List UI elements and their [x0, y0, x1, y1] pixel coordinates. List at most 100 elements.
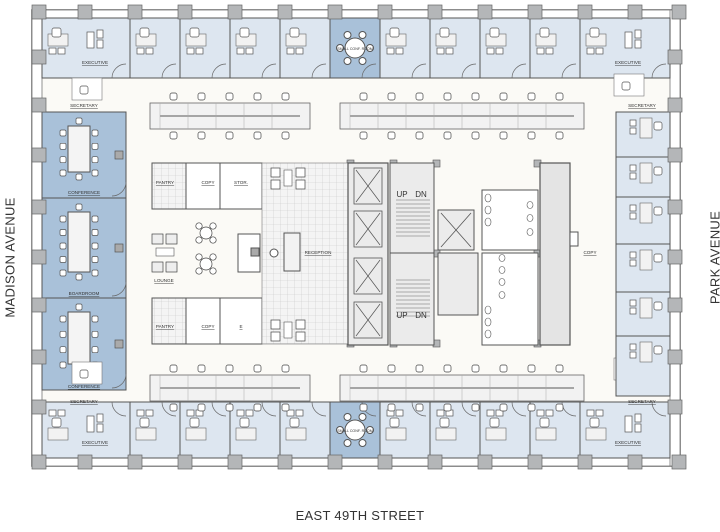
chair	[343, 31, 352, 40]
chair	[75, 117, 83, 125]
label-stair-up: UP	[396, 311, 407, 320]
guest-chair	[145, 409, 154, 417]
chair	[59, 215, 67, 223]
task-chair	[197, 92, 206, 101]
task-chair	[527, 364, 536, 373]
label-secretary: SECRETARY	[70, 103, 98, 108]
private-office	[429, 17, 481, 79]
structural-column	[31, 349, 47, 365]
task-chair	[555, 364, 564, 373]
label-secretary: SECRETARY	[70, 399, 98, 404]
chair	[59, 142, 67, 150]
lounge-chair	[634, 423, 642, 433]
sink	[484, 317, 492, 327]
label-executive: EXECUTIVE	[82, 60, 108, 65]
office-chair	[539, 27, 550, 38]
street-label-east-49th: EAST 49TH STREET	[295, 508, 425, 523]
guest-chair	[195, 47, 204, 55]
guest-chair	[186, 47, 195, 55]
guest-chair	[236, 409, 245, 417]
guest-chair	[136, 47, 145, 55]
round-table	[344, 37, 366, 59]
label-storage: STOR.	[234, 180, 248, 185]
label-conference: CONFERENCE	[68, 190, 100, 195]
guest-chair	[486, 409, 495, 417]
door-swing	[311, 401, 327, 417]
structural-column	[667, 147, 683, 163]
task-chair	[359, 403, 368, 412]
task-chair	[387, 131, 396, 140]
toilet	[526, 214, 534, 222]
desk	[47, 427, 69, 441]
task-chair	[169, 92, 178, 101]
guest-chair	[57, 47, 66, 55]
chair	[91, 229, 99, 236]
room-outline	[279, 17, 331, 79]
side-table	[86, 31, 95, 49]
task-chair	[555, 92, 564, 101]
guest-chair	[629, 307, 637, 315]
small-conference-room	[329, 17, 381, 79]
cafe-chair	[195, 222, 203, 230]
guest-chair	[536, 47, 545, 55]
reception-printer	[250, 247, 260, 257]
executive-office	[41, 401, 131, 459]
chair	[59, 129, 67, 137]
private-office	[615, 243, 671, 293]
office-chair	[289, 417, 300, 428]
task-chair	[443, 92, 452, 101]
av-cabinet	[114, 339, 124, 349]
chair	[91, 330, 99, 338]
waiting-chair	[295, 179, 306, 190]
secretary-bottom-left	[71, 361, 103, 385]
private-office	[279, 17, 331, 79]
door-swing	[111, 63, 127, 79]
guest-chair	[136, 409, 145, 417]
structural-column	[327, 4, 343, 20]
private-office	[129, 17, 181, 79]
toilet	[498, 254, 506, 262]
conference-table	[67, 211, 91, 273]
guest-chair	[629, 204, 637, 212]
cafe-chair	[209, 222, 217, 230]
office-chair	[653, 345, 663, 355]
structural-column	[667, 249, 683, 265]
label-electrical-room: E	[239, 324, 242, 329]
structural-column	[227, 4, 243, 20]
lounge-chair	[165, 233, 178, 245]
guest-chair	[629, 127, 637, 135]
chair	[91, 315, 99, 323]
desk	[235, 427, 257, 441]
elevator-x	[355, 212, 381, 246]
task-chair	[253, 131, 262, 140]
label-secretary: SECRETARY	[628, 103, 656, 108]
chair	[336, 44, 344, 52]
secretary-top-left	[71, 77, 103, 101]
toilet	[498, 266, 506, 274]
guest-chair	[629, 259, 637, 267]
structural-column	[31, 4, 47, 20]
guest-chair	[495, 47, 504, 55]
task-chair	[197, 364, 206, 373]
task-chair	[499, 92, 508, 101]
desk	[639, 341, 653, 363]
structural-column	[227, 454, 243, 470]
side-table	[624, 415, 633, 433]
stair-south	[389, 252, 435, 346]
desk	[585, 427, 607, 441]
structural-column	[577, 454, 593, 470]
structural-column	[477, 4, 493, 20]
guest-chair	[186, 409, 195, 417]
task-chair	[499, 403, 508, 412]
structural-column	[177, 454, 193, 470]
private-office	[615, 111, 671, 158]
chair	[366, 44, 374, 52]
door-swing	[311, 63, 327, 79]
door-swing	[111, 401, 127, 417]
storage-room	[219, 162, 263, 210]
guest-chair	[545, 409, 554, 417]
office-chair	[653, 206, 663, 216]
structural-column	[31, 297, 47, 313]
executive-office	[579, 401, 671, 459]
structural-column	[177, 4, 193, 20]
